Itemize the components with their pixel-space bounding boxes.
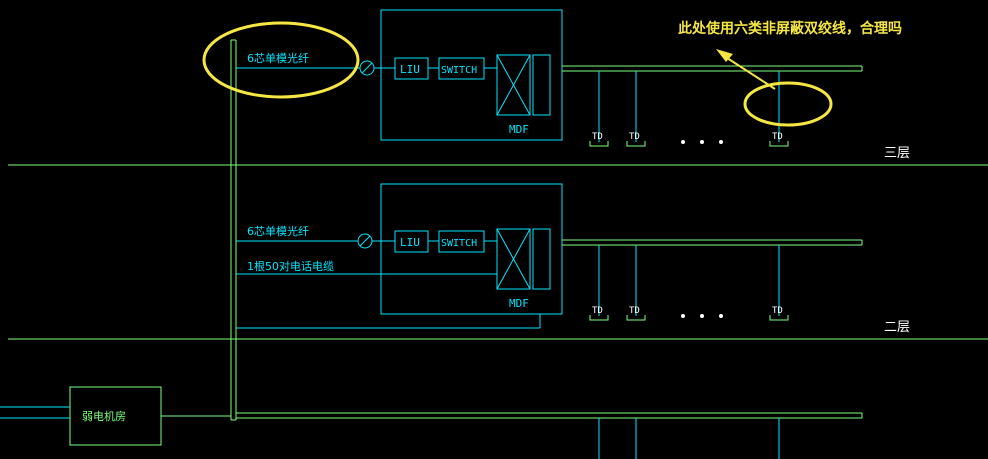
upper-horizontal-bus (562, 65, 863, 72)
lower-switch-label: SWITCH (441, 238, 477, 249)
upper-fiber-connector-icon (359, 60, 375, 76)
lower-td-2: TD (629, 306, 640, 316)
upper-td-1: TD (592, 132, 603, 142)
lower-drops (598, 245, 780, 316)
annotation-question: 此处使用六类非屏蔽双绞线，合理吗 (678, 20, 902, 37)
lower-return-loop (236, 314, 541, 329)
equipment-room-feed (0, 406, 70, 419)
upper-td-3: TD (772, 132, 783, 142)
upper-mdf-label: MDF (509, 123, 529, 136)
lower-td-3: TD (772, 306, 783, 316)
lower-fiber-label: 6芯单模光纤 (247, 224, 309, 238)
upper-switch-label: SWITCH (441, 65, 477, 76)
upper-td-outlets (589, 141, 789, 147)
annotation-arrow-icon (716, 49, 776, 90)
upper-drops (598, 71, 780, 142)
lower-cabinet-box (380, 183, 563, 315)
equipment-room-label: 弱电机房 (82, 409, 126, 423)
bottom-drops (598, 418, 780, 459)
lower-cable-label: 1根50对电话电缆 (247, 259, 334, 273)
lower-liu-label: LIU (400, 236, 420, 249)
floor-label-upper: 三层 (884, 146, 910, 161)
lower-horizontal-bus (562, 239, 863, 246)
upper-fiber-label: 6芯单模光纤 (247, 51, 309, 65)
fiber-highlight-ellipse (202, 21, 360, 99)
upper-td-2: TD (629, 132, 640, 142)
riser-trunk (230, 39, 237, 421)
lower-td-outlets (589, 315, 789, 321)
lower-mdf-icon (496, 228, 551, 290)
upper-mdf-icon (496, 54, 551, 116)
upper-liu-label: LIU (400, 63, 420, 76)
upper-ellipsis-dots (681, 140, 723, 144)
bottom-horizontal-bus (236, 412, 863, 419)
upper-cabinet-box (380, 9, 563, 141)
cable-highlight-ellipse (743, 81, 833, 127)
lower-fiber-connector-icon (357, 233, 373, 249)
lower-mdf-label: MDF (509, 297, 529, 310)
lower-ellipsis-dots (681, 314, 723, 318)
floor-label-lower: 二层 (884, 320, 910, 335)
lower-td-1: TD (592, 306, 603, 316)
